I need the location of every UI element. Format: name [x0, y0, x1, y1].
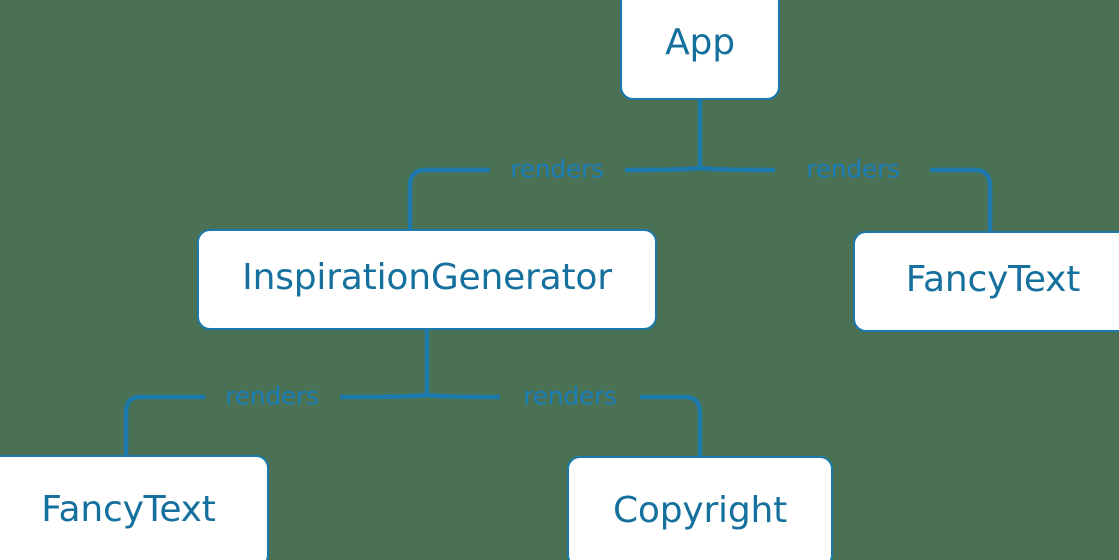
edge-inspiration-copyright-right-seg [640, 394, 703, 456]
edge-inspiration-copyright-left-seg [426, 392, 501, 400]
node-fancytext-bottom-label: FancyText [41, 489, 216, 530]
node-copyright[interactable]: Copyright [567, 456, 833, 560]
edge-app-fancytext-right-seg [930, 167, 993, 231]
node-fancytext-right[interactable]: FancyText [853, 231, 1119, 332]
edge-label-inspiration-copyright: renders [523, 381, 617, 411]
edge-inspiration-fancytext-left-seg [123, 394, 205, 455]
node-app-label: App [665, 21, 735, 63]
node-copyright-label: Copyright [612, 489, 788, 531]
edge-label-inspiration-fancytext-bottom: renders [225, 381, 319, 411]
edge-app-inspiration-right-seg [624, 165, 701, 173]
edge-app-inspiration-left-seg [407, 167, 490, 229]
node-fancytext-bottom[interactable]: FancyText [0, 455, 269, 560]
node-fancytext-right-label: FancyText [905, 259, 1081, 300]
edge-inspiration-fancytext-right-seg [339, 392, 428, 400]
edge-label-app-inspiration: renders [510, 154, 604, 184]
edge-label-app-fancytext-right: renders [806, 154, 900, 184]
node-inspiration-generator[interactable]: InspirationGenerator [197, 229, 657, 330]
edge-app-fancytext-left-seg [699, 165, 776, 173]
node-inspiration-generator-label: InspirationGenerator [242, 257, 612, 298]
node-app[interactable]: App [620, 0, 780, 100]
